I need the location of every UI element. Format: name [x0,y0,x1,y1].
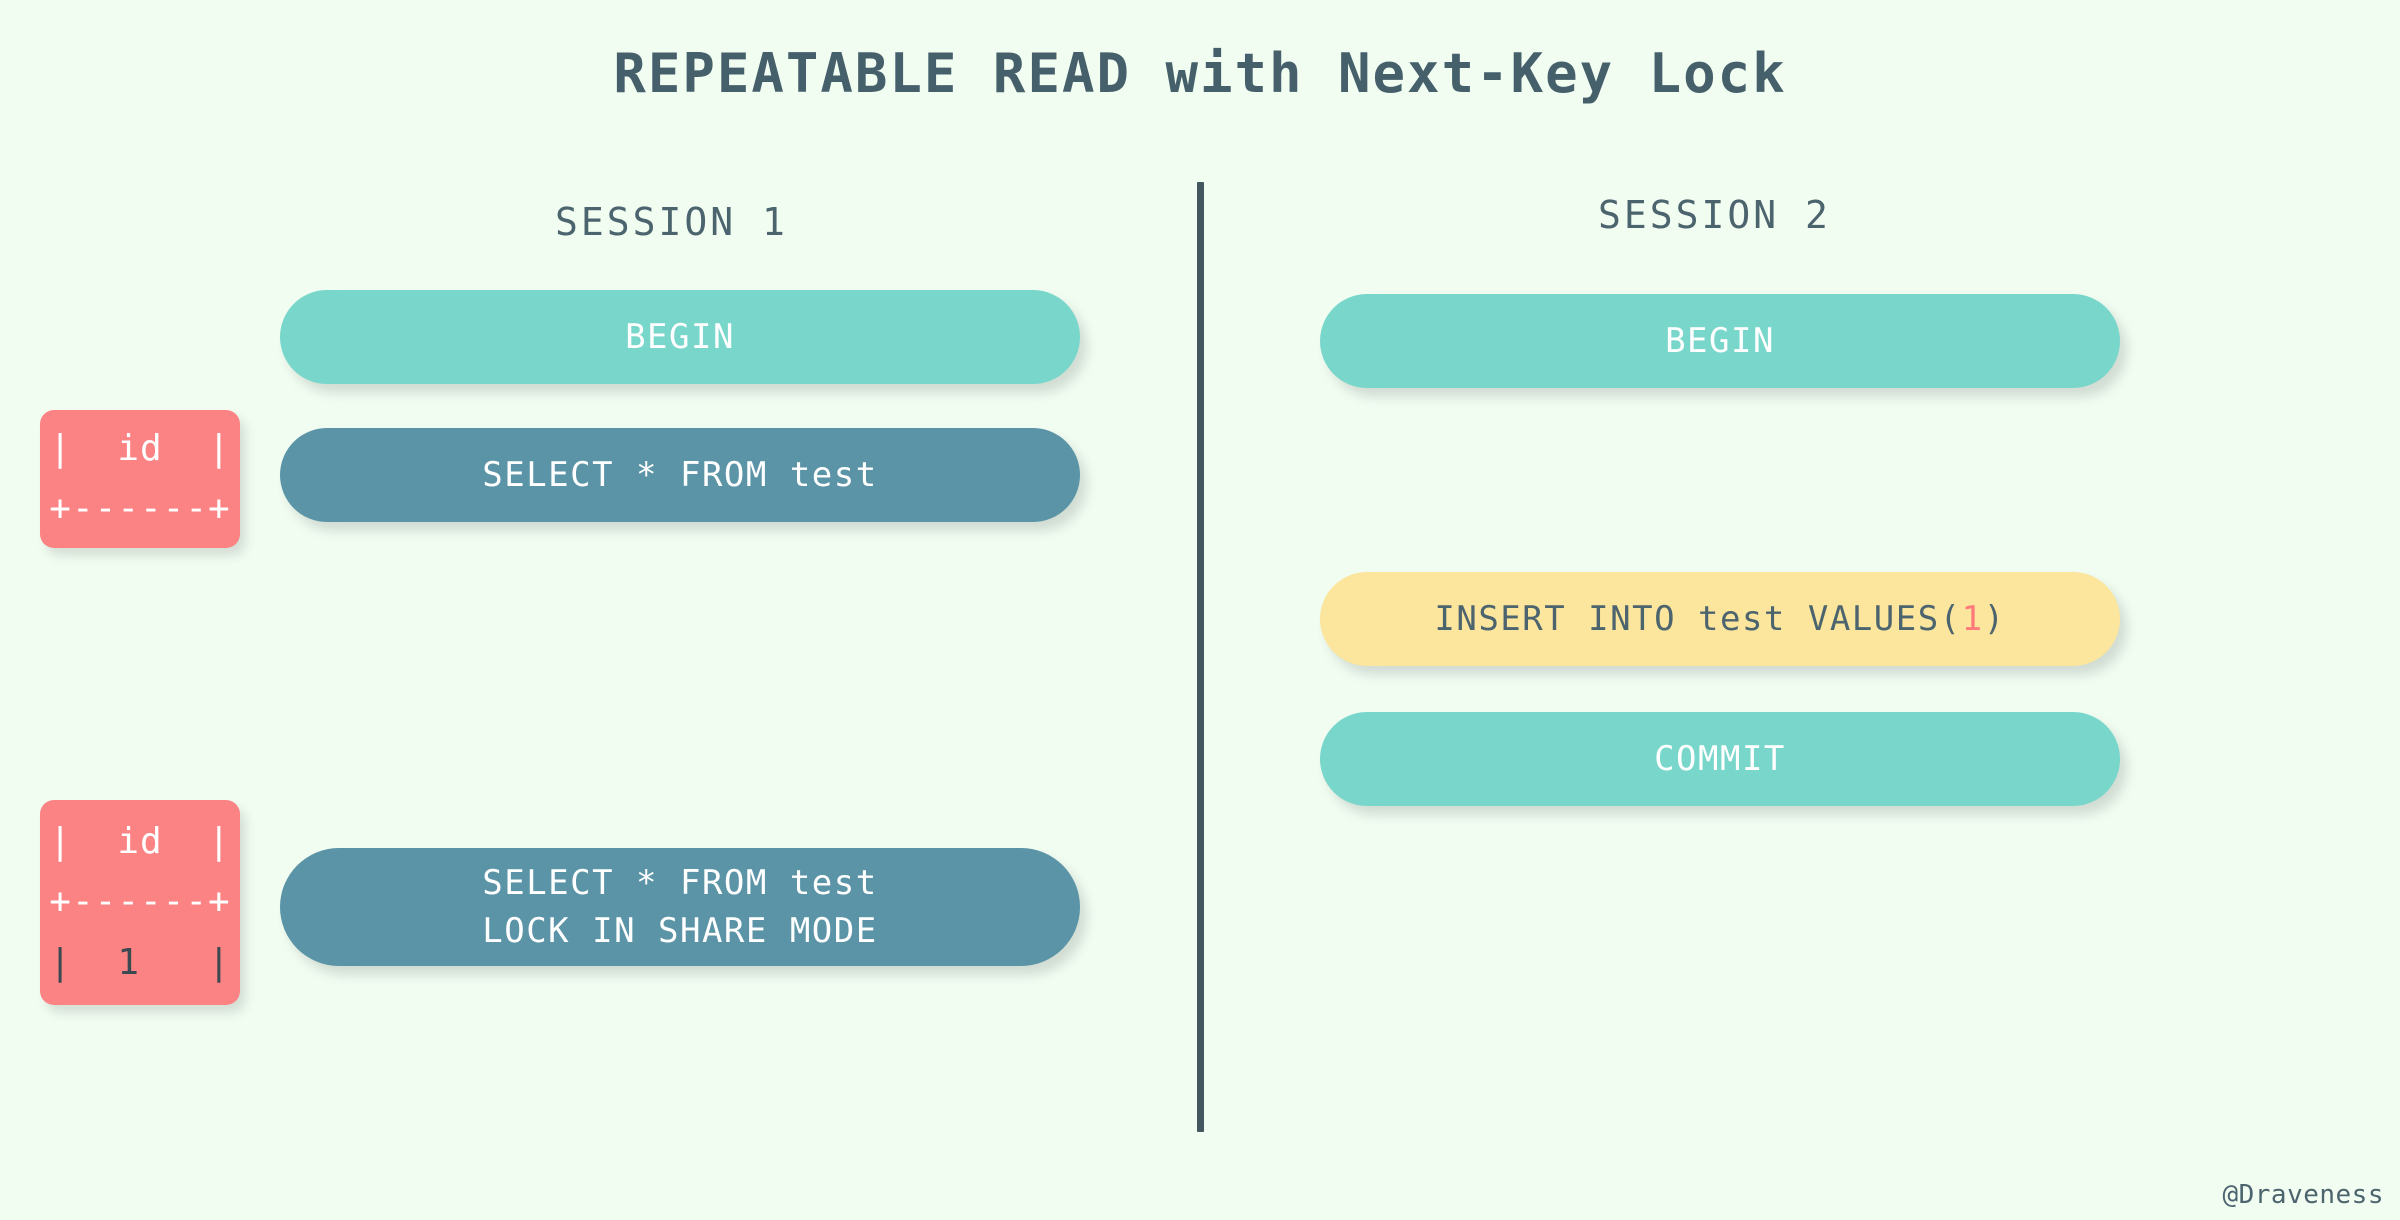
session-1-select-pill[interactable]: SELECT * FROM test [280,428,1080,522]
session-1-begin-pill[interactable]: BEGIN [280,290,1080,384]
insert-suffix: ) [1983,598,2006,639]
result-table-box-1: | id | +------+ [40,410,240,548]
pill-label: INSERT INTO test VALUES(1) [1434,595,2005,643]
pill-label: COMMIT [1654,738,1786,779]
result-row-separator: +------+ [49,881,231,923]
pill-label-line-2: LOCK IN SHARE MODE [482,911,878,951]
result-table-box-2: | id | +------+ | 1 | [40,800,240,1005]
result-row-separator: +------+ [49,488,231,529]
pill-label: BEGIN [625,316,735,357]
session-2-begin-pill[interactable]: BEGIN [1320,294,2120,388]
session-1-select-lock-in-share-mode-pill[interactable]: SELECT * FROM test LOCK IN SHARE MODE [280,848,1080,966]
author-watermark: @Draveness [2222,1180,2384,1210]
pill-label: BEGIN [1665,320,1775,361]
session-2-header: SESSION 2 [1598,193,1831,237]
session-1-header: SESSION 1 [555,200,788,244]
result-row-header: | id | [49,427,231,469]
result-row-header: | id | [49,820,231,862]
result-row-value: | 1 | [49,941,231,983]
session-divider [1197,182,1204,1132]
insert-value: 1 [1961,598,1984,639]
insert-prefix: INSERT INTO test VALUES( [1434,598,1962,639]
session-2-insert-pill[interactable]: INSERT INTO test VALUES(1) [1320,572,2120,666]
session-2-commit-pill[interactable]: COMMIT [1320,712,2120,806]
page-title: REPEATABLE READ with Next-Key Lock [613,42,1787,105]
pill-label: SELECT * FROM test [482,454,878,495]
pill-label-line-1: SELECT * FROM test [482,862,878,903]
